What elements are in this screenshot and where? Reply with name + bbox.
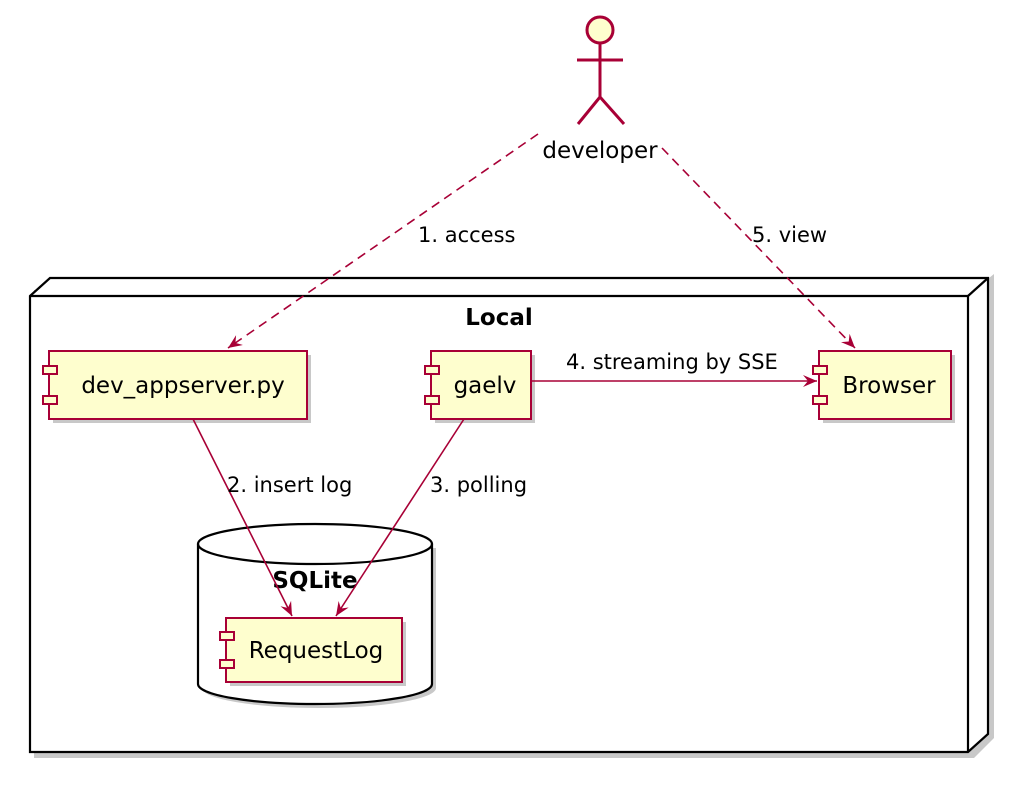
edge-access xyxy=(227,133,539,349)
component-label: Browser xyxy=(842,373,936,399)
edge-view xyxy=(661,147,856,349)
component-box xyxy=(818,350,952,420)
edge-label-view: 5. view xyxy=(752,223,827,247)
component-tab-icon xyxy=(42,395,58,405)
edge-label-polling: 3. polling xyxy=(430,473,527,497)
component-label: dev_appserver.py xyxy=(81,373,284,399)
component-box xyxy=(225,617,403,683)
actor-leg-left xyxy=(576,96,602,125)
edge-label-access: 1. access xyxy=(418,223,515,247)
component-requestlog[interactable]: RequestLog xyxy=(219,617,406,686)
component-box xyxy=(430,350,532,420)
actor-developer[interactable]: developer xyxy=(542,15,658,164)
component-tab-icon xyxy=(219,631,235,641)
component-label: RequestLog xyxy=(249,638,384,664)
component-browser[interactable]: Browser xyxy=(812,350,955,423)
component-tab-icon xyxy=(424,365,440,375)
component-gaelv[interactable]: gaelv xyxy=(424,350,535,423)
node-title: Local xyxy=(465,305,533,331)
component-dev-appserver[interactable]: dev_appserver.py xyxy=(42,350,311,423)
database-title: SQLite xyxy=(272,568,357,594)
component-tab-icon xyxy=(219,659,235,669)
component-tab-icon xyxy=(42,365,58,375)
component-tab-icon xyxy=(424,395,440,405)
node-local: Local xyxy=(28,274,994,758)
database-top-rim xyxy=(196,543,434,566)
node-body xyxy=(28,276,990,754)
edge-insert-log xyxy=(192,418,293,617)
actor-head-icon xyxy=(585,15,615,45)
actor-label: developer xyxy=(542,138,658,164)
component-box xyxy=(48,350,308,420)
edges: 1. access 5. view 4. streaming by SSE 2.… xyxy=(192,133,856,617)
edge-polling xyxy=(335,418,465,617)
edge-label-insert-log: 2. insert log xyxy=(227,473,352,497)
component-tab-icon xyxy=(812,365,828,375)
component-tab-icon xyxy=(812,395,828,405)
edge-label-streaming: 4. streaming by SSE xyxy=(566,350,778,374)
component-label: gaelv xyxy=(454,373,517,399)
node-edge-corner xyxy=(967,277,989,297)
actor-leg-right xyxy=(598,96,626,125)
